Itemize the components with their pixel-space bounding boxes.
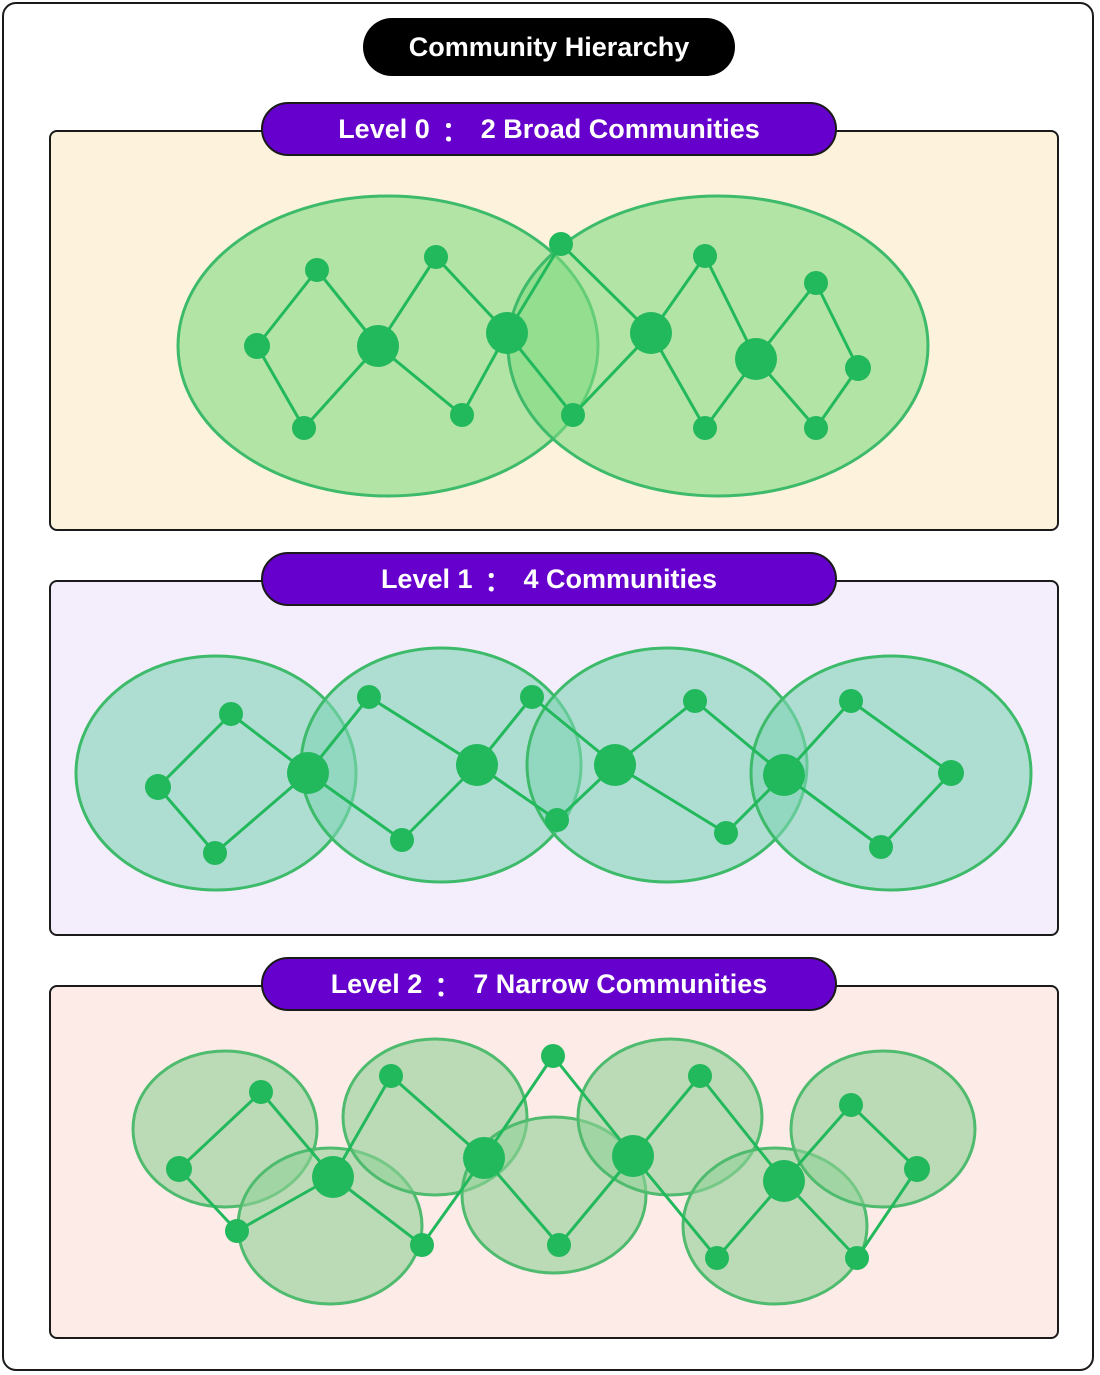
level-2-edge-14: [631, 1155, 719, 1259]
level-0-node-15: [804, 416, 828, 440]
level-1-edge-7: [368, 695, 478, 767]
level-0-edge-19: [814, 282, 860, 369]
level-2-node-14: [839, 1093, 863, 1117]
level-1-separator: ：: [484, 566, 512, 597]
level-2-node-10: [612, 1135, 654, 1177]
level-1-community-4: [749, 654, 1033, 892]
level-2-node-15: [845, 1246, 869, 1270]
level-1-edge-14: [614, 763, 727, 835]
level-2-description: 7 Narrow Communities: [473, 968, 768, 999]
level-2-node-3: [225, 1219, 249, 1243]
level-2-node-2: [249, 1080, 273, 1104]
level-2-node-13: [763, 1160, 805, 1202]
level-1-node-12: [714, 821, 738, 845]
level-0-node-11: [693, 244, 717, 268]
level-1-node-11: [683, 689, 707, 713]
level-2-edge-19: [849, 1103, 919, 1171]
level-1-edge-20: [879, 771, 953, 849]
level-1-node-3: [203, 841, 227, 865]
level-0-node-4: [357, 325, 399, 367]
level-1-node-9: [545, 808, 569, 832]
level-0-node-10: [630, 312, 672, 354]
level-2-community-7: [789, 1049, 977, 1209]
level-1-edge-1: [156, 712, 233, 789]
level-1-node-16: [938, 760, 964, 786]
level-1-label: Level 1: [380, 563, 473, 594]
level-2-edge-11: [551, 1055, 635, 1157]
level-1-node-14: [839, 689, 863, 713]
diagram-title: Community Hierarchy: [363, 18, 735, 76]
level-1-header: Level 1 ： 4 Communities: [261, 552, 837, 606]
level-1-node-4: [287, 752, 329, 794]
level-1-node-10: [594, 744, 636, 786]
level-2-node-6: [410, 1233, 434, 1257]
level-2-node-8: [541, 1044, 565, 1068]
level-0-edge-2: [255, 345, 306, 429]
level-0-node-13: [735, 338, 777, 380]
level-0-edge-11: [559, 242, 653, 335]
level-2-label: Level 2: [330, 968, 423, 999]
level-1-node-15: [869, 835, 893, 859]
level-1-node-2: [219, 702, 243, 726]
level-2-edge-1: [177, 1090, 263, 1171]
level-2-node-7: [463, 1137, 505, 1179]
level-2-node-9: [547, 1233, 571, 1257]
level-2-node-4: [312, 1156, 354, 1198]
level-1-node-8: [520, 685, 544, 709]
level-0-node-5: [424, 245, 448, 269]
level-1-node-5: [357, 685, 381, 709]
level-2-node-11: [688, 1064, 712, 1088]
level-0-node-7: [486, 312, 528, 354]
level-2-edge-2: [177, 1167, 239, 1233]
level-0-node-2: [305, 258, 329, 282]
level-0-node-1: [244, 333, 270, 359]
level-2-node-12: [705, 1246, 729, 1270]
level-0-node-16: [845, 355, 871, 381]
level-0-edge-1: [255, 269, 319, 347]
level-1-edge-2: [156, 786, 217, 854]
level-0-label: Level 0: [338, 113, 430, 144]
level-1-edge-19: [850, 699, 952, 775]
level-2-node-5: [379, 1064, 403, 1088]
level-2-separator: ：: [434, 971, 462, 1002]
level-2-edge-20: [855, 1168, 919, 1259]
level-1-node-13: [763, 754, 805, 796]
level-1-node-1: [145, 774, 171, 800]
level-0-node-9: [561, 403, 585, 427]
level-0-description: 2 Broad Communities: [480, 113, 760, 144]
level-2-node-16: [904, 1156, 930, 1182]
level-0-node-14: [804, 271, 828, 295]
level-0-header: Level 0 ： 2 Broad Communities: [261, 102, 837, 156]
level-0-node-8: [549, 232, 573, 256]
level-1-node-7: [456, 744, 498, 786]
level-0-node-6: [450, 403, 474, 427]
level-1-description: 4 Communities: [523, 563, 718, 594]
level-2-header: Level 2 ： 7 Narrow Communities: [261, 957, 837, 1011]
level-1-node-6: [390, 828, 414, 852]
level-0-separator: ：: [441, 116, 469, 147]
level-0-node-3: [292, 416, 316, 440]
level-2-edge-15: [698, 1075, 786, 1182]
level-0-node-12: [693, 416, 717, 440]
level-2-node-1: [166, 1156, 192, 1182]
